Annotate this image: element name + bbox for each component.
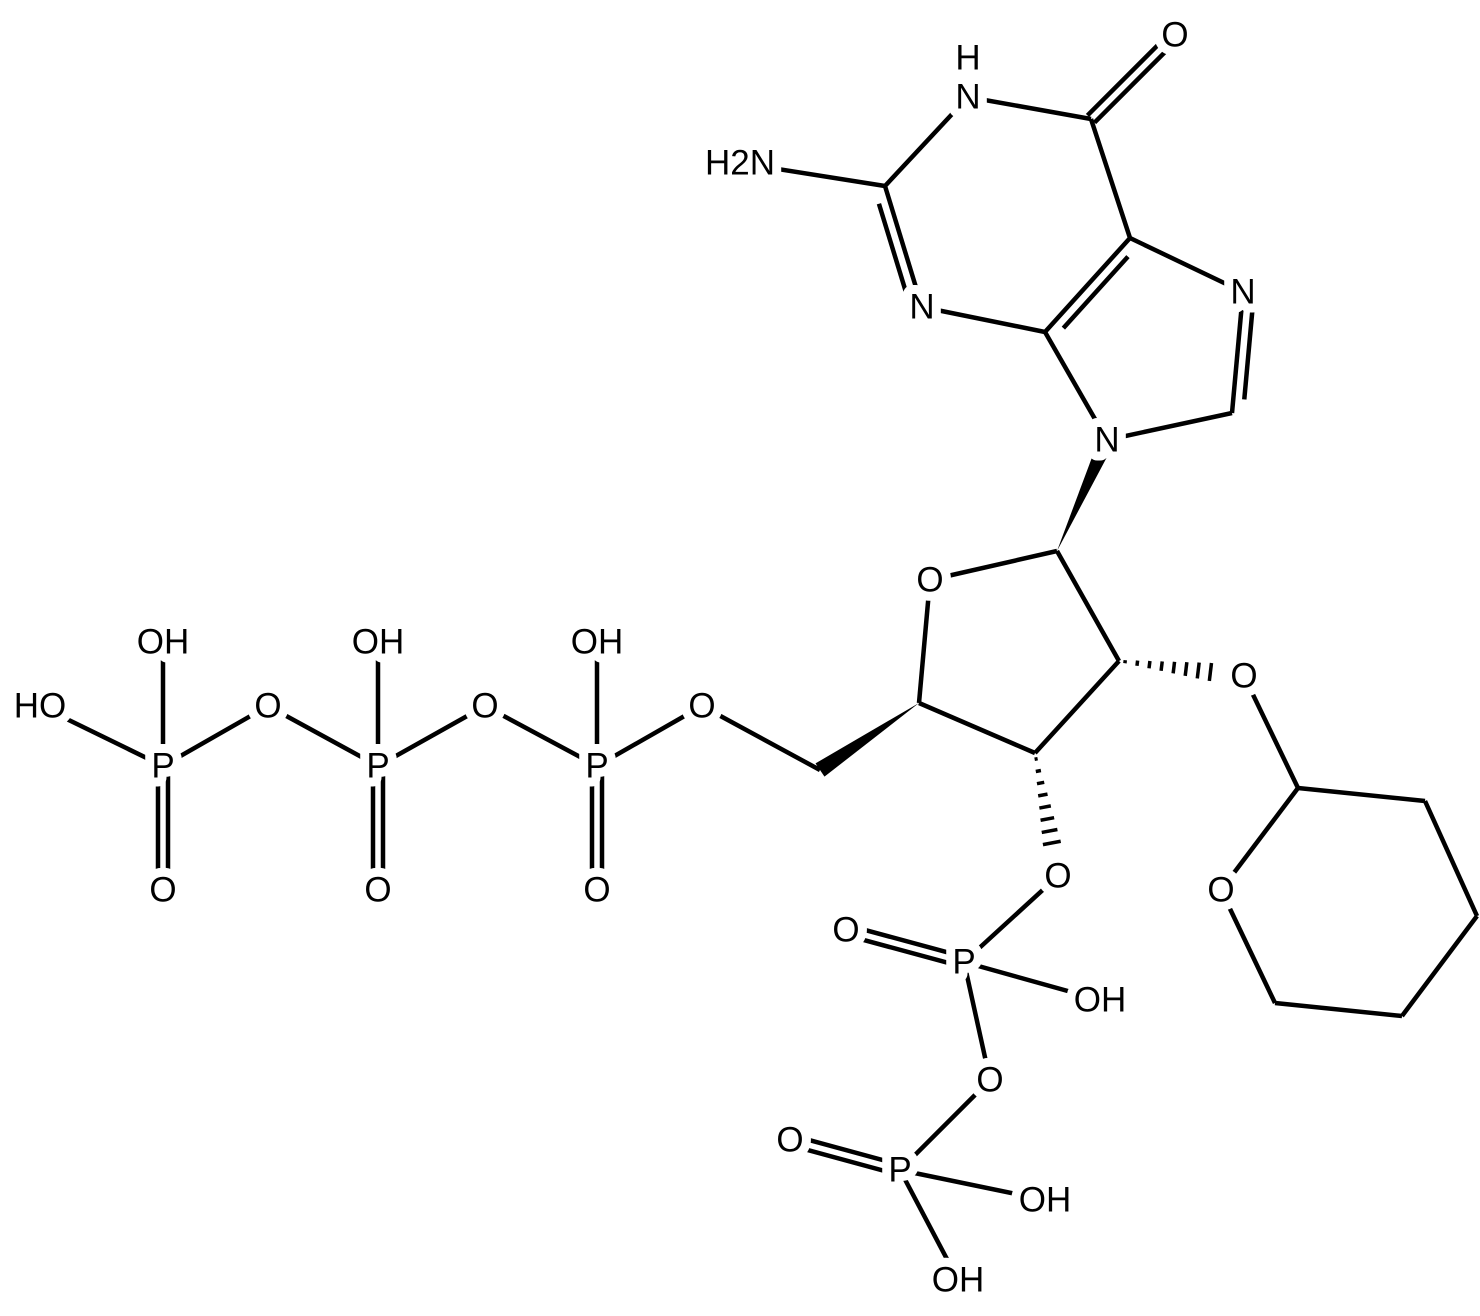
- single-bond: [1422, 800, 1480, 917]
- hashed-bond-stroke: [1207, 662, 1214, 682]
- single-bond: [963, 959, 1101, 1003]
- atom-label-o5p: O: [688, 687, 715, 726]
- double-bond: [876, 203, 910, 297]
- double-bond: [1092, 36, 1181, 125]
- atom-label-pbo: O: [776, 1121, 803, 1160]
- atom-label-o3p: O: [1044, 857, 1071, 896]
- double-bond: [846, 923, 966, 960]
- atom-label-p1o: O: [149, 871, 176, 910]
- double-bond: [1242, 307, 1255, 400]
- single-bond: [1219, 786, 1300, 892]
- hashed-bond-stroke: [1147, 660, 1152, 669]
- single-bond: [1055, 549, 1121, 663]
- atom-label-o6: O: [1161, 16, 1188, 55]
- atom-label-pb: P: [888, 1151, 911, 1190]
- single-bond: [1033, 659, 1121, 755]
- atom-label-h1: H: [955, 39, 980, 78]
- bonds: [39, 29, 1480, 1282]
- double-bond: [1061, 255, 1130, 330]
- single-bond: [1274, 1000, 1403, 1019]
- hashed-bond-stroke: [1183, 661, 1189, 677]
- single-bond: [1088, 118, 1133, 239]
- single-bond: [483, 704, 599, 768]
- single-bond: [1241, 675, 1301, 789]
- atom-label-ob: O: [976, 1061, 1003, 1100]
- double-bond: [1043, 236, 1132, 334]
- double-bond: [790, 1133, 902, 1168]
- single-bond: [266, 704, 380, 768]
- atom-label-o2p: O: [1230, 657, 1257, 696]
- double-bond: [788, 1142, 900, 1177]
- atom-label-p2o: O: [364, 871, 391, 910]
- atom-label-pao: O: [832, 911, 859, 950]
- hashed-bond-stroke: [1039, 804, 1052, 810]
- atom-label-n1: N: [955, 78, 980, 117]
- double-bond: [882, 185, 925, 308]
- atom-label-ho1: HO: [14, 687, 67, 726]
- atom-label-pboh: OH: [1019, 1181, 1072, 1220]
- single-bond: [898, 1168, 960, 1282]
- single-bond: [1129, 235, 1244, 295]
- single-bond: [376, 704, 487, 768]
- hashed-bond-stroke: [1037, 792, 1048, 798]
- double-bond: [844, 932, 964, 969]
- atom-label-pa: P: [952, 943, 975, 982]
- single-bond: [739, 160, 886, 189]
- atom-label-n9: N: [1094, 421, 1119, 460]
- atom-label-pboh2: OH: [932, 1261, 985, 1300]
- single-bond: [921, 304, 1046, 335]
- hashed-bond-stroke: [1159, 661, 1164, 672]
- double-bond: [1229, 291, 1246, 414]
- single-bond: [899, 1167, 1046, 1203]
- atom-label-othp: O: [1207, 871, 1234, 910]
- single-bond: [929, 548, 1058, 583]
- single-bond: [1106, 410, 1233, 443]
- wedge-bond: [815, 703, 919, 777]
- atom-label-p3o: O: [583, 871, 610, 910]
- single-bond: [898, 1078, 992, 1172]
- single-bond: [161, 704, 270, 768]
- atom-label-o12: O: [254, 687, 281, 726]
- single-bond: [962, 874, 1060, 964]
- hashed-bond-stroke: [1042, 839, 1062, 847]
- single-bond: [916, 579, 933, 704]
- atom-label-p1oh: OH: [137, 623, 190, 662]
- hashed-bond-stroke: [1195, 662, 1201, 679]
- wedge-bond: [1057, 436, 1115, 551]
- single-bond: [1400, 914, 1479, 1018]
- atom-label-p2: P: [366, 747, 389, 786]
- atom-label-p3: P: [585, 747, 608, 786]
- atom-label-o4p: O: [916, 561, 943, 600]
- atom-label-paoh: OH: [1074, 981, 1127, 1020]
- hashed-bond-stroke: [1036, 780, 1045, 786]
- atom-label-p2oh: OH: [352, 623, 405, 662]
- hashed-bond-stroke: [1040, 815, 1055, 822]
- atom-label-p1: P: [151, 747, 174, 786]
- atom-label-n7: N: [1230, 273, 1255, 312]
- single-bond: [39, 703, 164, 769]
- single-bond: [883, 95, 970, 188]
- atom-label-n2: H2N: [705, 144, 775, 183]
- hashed-bond-stroke: [1171, 661, 1177, 674]
- single-bond: [918, 700, 1036, 756]
- hashed-bond-stroke: [1034, 756, 1038, 761]
- atom-label-p3oh: OH: [571, 623, 624, 662]
- hashed-bond-stroke: [1135, 660, 1140, 666]
- double-bond: [1085, 29, 1174, 118]
- single-bond: [961, 961, 993, 1081]
- single-bond: [1043, 330, 1109, 442]
- atom-label-n3: N: [909, 288, 934, 327]
- single-bond: [700, 704, 822, 772]
- atom-label-o23: O: [471, 687, 498, 726]
- hashed-bond-stroke: [1035, 768, 1042, 774]
- single-bond: [595, 704, 704, 768]
- hashed-bond-stroke: [1041, 827, 1058, 835]
- single-bond: [1297, 785, 1426, 804]
- single-bond: [1218, 889, 1278, 1004]
- single-bond: [967, 94, 1092, 122]
